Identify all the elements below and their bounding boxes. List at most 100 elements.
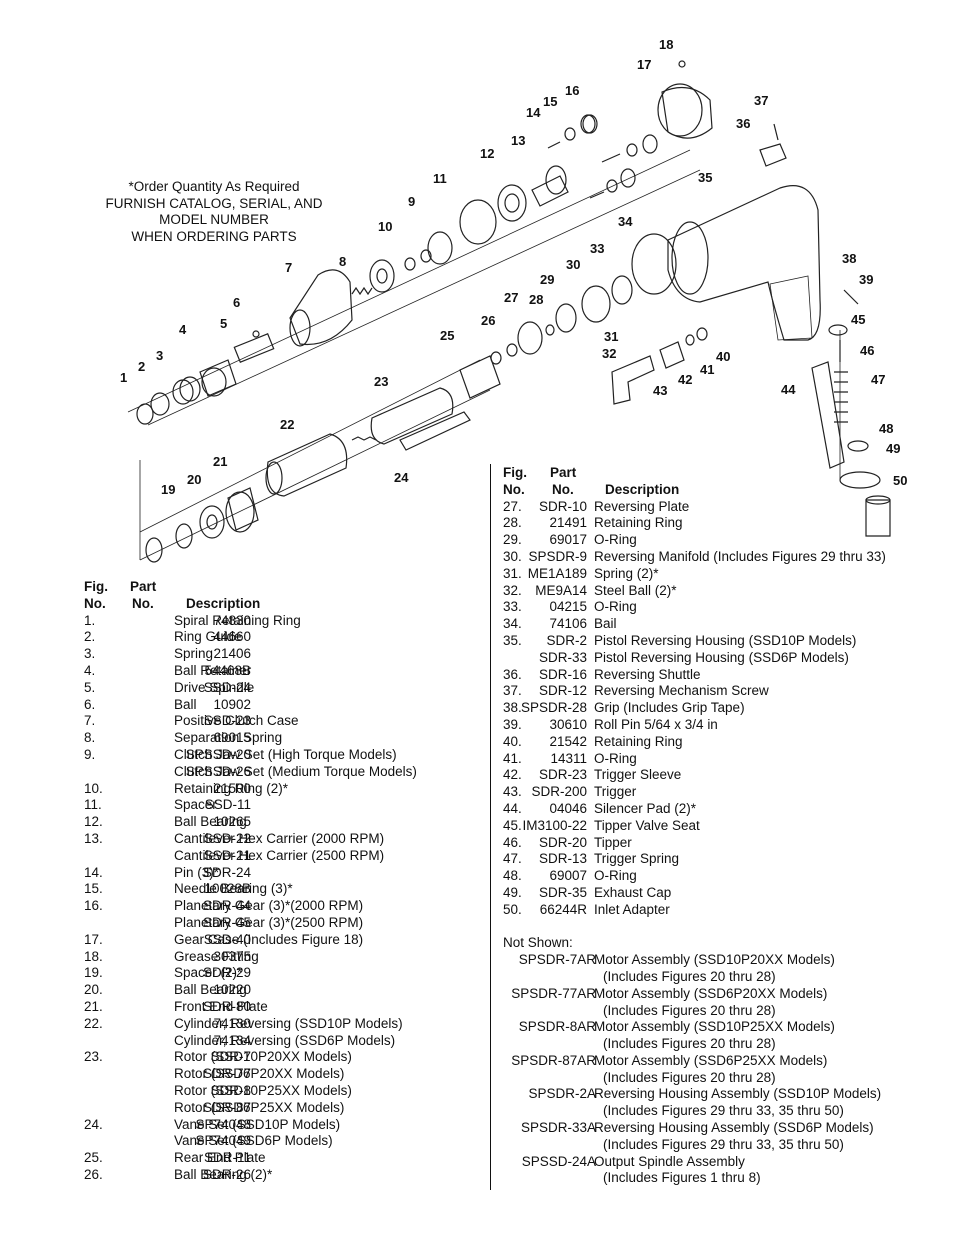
part-number: SPSDR-28 <box>520 700 587 716</box>
fig-number: 9. <box>84 746 96 762</box>
part-description: Motor Assembly (SSD10P20XX Models) <box>594 952 835 968</box>
part-description: Planetary Gear (3)*(2500 RPM) <box>174 914 364 930</box>
order-note: *Order Quantity As Required FURNISH CATA… <box>96 179 332 245</box>
o-ring-part <box>555 303 577 333</box>
part-description: Reversing Housing Assembly (SSD10P Model… <box>594 1086 882 1102</box>
needle-bearing-part <box>564 127 576 141</box>
hex-carrier-part <box>531 175 569 207</box>
part-description: Clutch Jaw Set (Medium Torque Models) <box>174 763 417 779</box>
part-description: Rotor (SSD10P20XX Models) <box>174 1049 352 1065</box>
guide-line <box>139 359 481 533</box>
part-number: 69007 <box>549 868 587 884</box>
part-description: Cylinder, Reversing (SSD10P Models) <box>174 1015 403 1031</box>
fig-number: 16. <box>84 898 103 914</box>
part-includes-note: (Includes Figures 29 thru 33, 35 thru 50… <box>603 1103 844 1119</box>
note-line: *Order Quantity As Required <box>128 179 300 194</box>
part-number: SDR-35 <box>538 884 587 900</box>
description-header: Description <box>605 481 680 497</box>
part-number: SPSSD-26 <box>185 763 251 779</box>
part-description: Separation Spring <box>174 730 283 746</box>
fig-number: 24. <box>84 1116 103 1132</box>
fig-number: 11. <box>84 797 102 813</box>
part-description: Spiral Retaining Ring <box>174 612 301 628</box>
part-description: Inlet Adapter <box>594 901 670 917</box>
callout-32: 32 <box>602 346 616 361</box>
callout-50: 50 <box>893 473 907 488</box>
callout-48: 48 <box>879 421 893 436</box>
part-header: Part <box>130 579 157 594</box>
part-description: Planetary Gear (3)*(2000 RPM) <box>174 898 364 914</box>
callout-3: 3 <box>156 348 163 363</box>
fig-number: 19. <box>84 965 103 981</box>
part-description: Rotor (SSD6P20XX Models) <box>174 1066 345 1082</box>
rear-end-plate-part <box>459 355 501 399</box>
part-number: IM3100-22 <box>522 817 587 833</box>
callout-20: 20 <box>187 472 201 487</box>
callout-29: 29 <box>540 272 554 287</box>
part-number: SPSDR-33A <box>520 1120 596 1136</box>
part-number: SDR-200 <box>531 784 587 800</box>
part-number: SSD-40 <box>203 931 251 947</box>
part-number: 21406 <box>213 646 251 662</box>
description-header: Description <box>186 595 261 611</box>
part-number: SDR-8 <box>210 1082 251 1098</box>
part-description: Steel Ball (2)* <box>594 582 677 598</box>
callout-17: 17 <box>637 57 651 72</box>
part-number: 21542 <box>549 733 587 749</box>
part-description: Reversing Shuttle <box>594 666 701 682</box>
part-description: Tipper Valve Seat <box>594 817 700 833</box>
part-number: 30375 <box>213 948 251 964</box>
roll-pin-part <box>843 289 859 305</box>
part-description: O-Ring <box>594 868 637 884</box>
callout-8: 8 <box>339 254 346 269</box>
part-description: O-Ring <box>594 750 637 766</box>
part-description: Bail <box>594 616 617 632</box>
part-number: SPSDR-7AR <box>518 952 596 968</box>
callout-1: 1 <box>120 370 127 385</box>
guide-line <box>139 389 491 561</box>
fig-number: 50. <box>503 901 522 917</box>
part-number: 30610 <box>549 716 587 732</box>
callout-38: 38 <box>842 251 856 266</box>
part-number: SDR-12 <box>538 683 587 699</box>
callout-6: 6 <box>233 295 240 310</box>
fig-number: 43. <box>503 784 522 800</box>
part-description: Rotor (SSD10P25XX Models) <box>174 1082 352 1098</box>
part-description: Pin (3)* <box>174 864 220 880</box>
part-number: SDR-10 <box>538 498 587 514</box>
cylinder-part <box>266 433 348 497</box>
fig-number: 47. <box>503 851 522 867</box>
reversing-manifold-part <box>581 285 611 323</box>
part-description: Cantilever Hex Carrier (2000 RPM) <box>174 830 385 846</box>
callout-11: 11 <box>433 171 447 186</box>
callout-35: 35 <box>698 170 712 185</box>
part-number: 69015 <box>213 730 251 746</box>
part-number: SDR-44 <box>202 898 251 914</box>
rotor-part <box>370 387 454 445</box>
fig-number: 21. <box>84 998 103 1014</box>
part-description: Cantilever Hex Carrier (2500 RPM) <box>174 847 385 863</box>
separation-spring-part <box>351 286 373 296</box>
